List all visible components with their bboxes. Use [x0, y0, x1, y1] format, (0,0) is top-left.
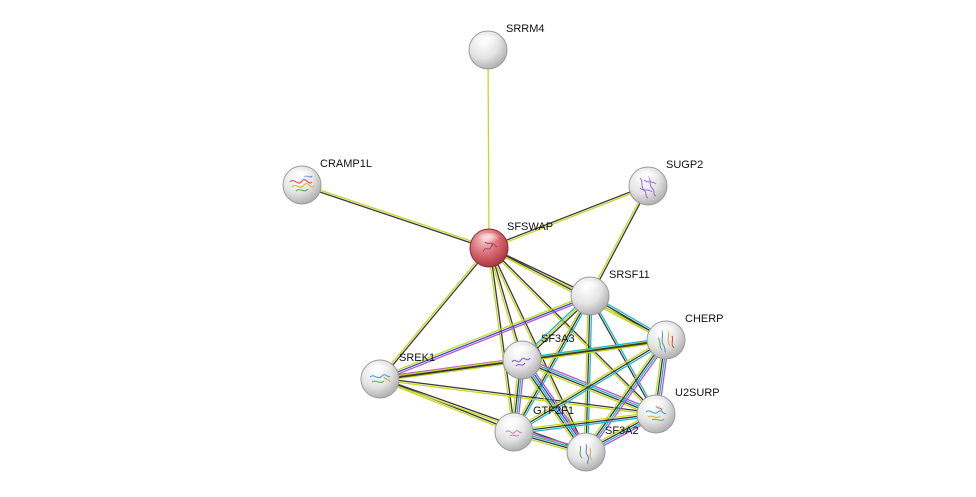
node-sfswap[interactable]: SFSWAP — [469, 221, 553, 268]
node-label-sfswap: SFSWAP — [507, 221, 553, 233]
edge-evidence-line — [513, 295, 591, 433]
edge-evidence-line — [511, 294, 589, 432]
edge-evidence-line — [487, 247, 514, 433]
node-cramp1l[interactable]: CRAMP1L — [282, 158, 372, 205]
edge-evidence-line — [380, 297, 592, 382]
node-sf3a2[interactable]: SF3A2 — [566, 425, 639, 472]
edge-evidence-line — [514, 340, 668, 435]
edge-evidence-line — [584, 338, 666, 453]
edge-evidence-line — [583, 295, 589, 453]
edge-srek1-u2surp[interactable] — [379, 377, 657, 416]
edge-sfswap-srek1[interactable] — [378, 246, 491, 381]
edge-evidence-line — [512, 337, 666, 432]
edge-evidence-line — [379, 377, 657, 414]
edge-sugp2-srsf11[interactable] — [588, 184, 650, 298]
edge-evidence-line — [583, 337, 665, 451]
edge-evidence-line — [488, 186, 649, 250]
edge-srek1-gtf2f1[interactable] — [379, 377, 515, 434]
edge-evidence-line — [520, 360, 657, 416]
edge-evidence-line — [515, 296, 593, 434]
edge-sfswap-sugp2[interactable] — [488, 184, 649, 250]
node-label-sugp2: SUGP2 — [666, 159, 703, 171]
node-label-srsf11: SRSF11 — [609, 269, 650, 281]
edge-evidence-line — [590, 185, 650, 298]
edge-evidence-line — [590, 294, 658, 415]
node-label-sf3a3: SF3A3 — [541, 333, 575, 345]
node-srsf11[interactable]: SRSF11 — [570, 269, 650, 316]
edge-evidence-line — [586, 339, 668, 454]
edge-evidence-line — [488, 184, 649, 248]
node-gtf2f1[interactable]: GTF2F1 — [494, 405, 574, 452]
edge-evidence-line — [489, 247, 516, 433]
edge-evidence-line — [380, 247, 491, 381]
edge-sfswap-srrm4[interactable] — [487, 49, 490, 249]
edge-evidence-line — [585, 295, 591, 453]
edge-sfswap-gtf2f1[interactable] — [487, 247, 516, 433]
edge-sfswap-cramp1l[interactable] — [301, 183, 490, 250]
edge-evidence-line — [513, 339, 667, 433]
node-label-cherp: CHERP — [685, 313, 724, 325]
node-u2surp[interactable]: U2SURP — [636, 387, 720, 434]
edge-evidence-line — [487, 49, 490, 249]
edge-evidence-line — [588, 184, 648, 297]
edge-cherp-gtf2f1[interactable] — [512, 337, 668, 435]
edge-evidence-line — [521, 337, 667, 359]
edge-srsf11-u2surp[interactable] — [588, 294, 658, 416]
node-srrm4[interactable]: SRRM4 — [468, 23, 545, 70]
node-label-u2surp: U2SURP — [675, 387, 720, 399]
edge-evidence-line — [379, 379, 657, 416]
edge-srsf11-sf3a2[interactable] — [583, 295, 593, 453]
edge-evidence-line — [379, 295, 591, 380]
edge-evidence-line — [379, 377, 515, 432]
edge-cherp-sf3a2[interactable] — [583, 337, 669, 455]
edge-evidence-line — [521, 341, 667, 363]
edge-evidence-line — [521, 339, 667, 361]
edge-evidence-line — [378, 246, 489, 380]
node-label-sf3a2: SF3A2 — [605, 425, 639, 437]
edge-u2surp-gtf2f1[interactable] — [513, 411, 657, 435]
node-label-srrm4: SRRM4 — [506, 23, 545, 35]
node-label-gtf2f1: GTF2F1 — [533, 405, 574, 417]
edge-evidence-line — [379, 379, 515, 434]
edge-evidence-line — [587, 295, 593, 453]
edge-evidence-line — [301, 183, 490, 248]
edge-srsf11-gtf2f1[interactable] — [511, 294, 593, 434]
node-label-cramp1l: CRAMP1L — [320, 158, 372, 170]
edge-evidence-line — [513, 415, 657, 435]
edge-evidence-line — [301, 185, 490, 250]
node-srek1[interactable]: SREK1 — [360, 352, 435, 399]
node-label-srek1: SREK1 — [399, 352, 435, 364]
edge-evidence-line — [588, 295, 656, 416]
node-sugp2[interactable]: SUGP2 — [628, 159, 703, 206]
edge-evidence-line — [513, 413, 657, 433]
edge-evidence-line — [513, 411, 657, 431]
protein-structure-icon — [511, 357, 531, 367]
edge-evidence-line — [379, 361, 523, 382]
edge-sf3a3-cherp[interactable] — [521, 337, 667, 363]
edge-evidence-line — [587, 341, 669, 455]
node-cherp[interactable]: CHERP — [646, 313, 724, 360]
node-layer: SRRM4 CRAMP1L SUGP2 — [282, 23, 724, 472]
edge-srsf11-srek1[interactable] — [378, 293, 592, 382]
edge-evidence-line — [378, 293, 590, 378]
protein-structure-icon — [369, 374, 391, 383]
node-sf3a3[interactable]: SF3A3 — [502, 333, 575, 380]
protein-structure-icon — [505, 430, 523, 437]
